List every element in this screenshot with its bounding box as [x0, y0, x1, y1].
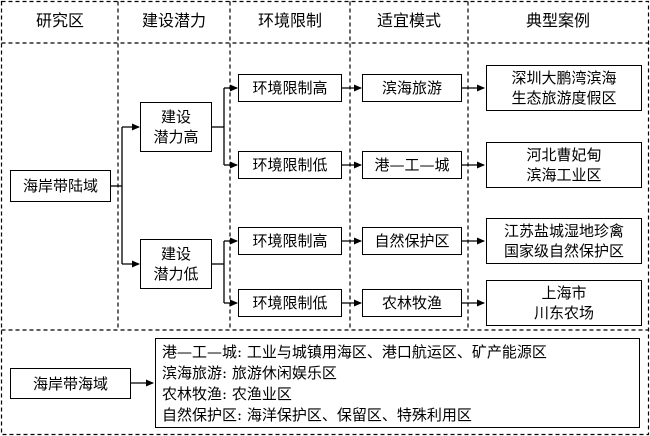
case-1-line-1: 深圳大鹏湾滨海	[511, 69, 617, 87]
case-box-4: 上海市 川东农场	[486, 280, 642, 326]
mode-box-4: 农林牧渔	[362, 289, 462, 317]
header-region: 研究区	[35, 11, 84, 30]
high-potential-line-2: 潜力高	[153, 128, 199, 146]
case-2-line-1: 河北曹妃甸	[526, 146, 602, 164]
header-mode: 适宜模式	[376, 11, 441, 30]
mode-box-1: 滨海旅游	[362, 74, 462, 102]
header-potential: 建设潜力	[141, 11, 206, 30]
case-3-line-2: 国家级自然保护区	[503, 242, 624, 260]
case-3-line-1: 江苏盐城湿地珍禽	[503, 222, 624, 240]
land-region-box: 海岸带陆域	[10, 170, 111, 202]
case-box-2: 河北曹妃甸 滨海工业区	[486, 142, 642, 188]
low-potential-box: 建设 潜力低	[140, 239, 212, 289]
high-potential-line-1: 建设	[160, 108, 191, 126]
case-2-line-2: 滨海工业区	[526, 166, 602, 184]
tree-connectors	[111, 84, 485, 387]
constraint-box-2: 环境限制低	[238, 151, 342, 179]
mode-box-3: 自然保护区	[362, 227, 462, 255]
high-potential-box: 建设 潜力高	[140, 102, 212, 152]
sea-region-box: 海岸带海域	[10, 368, 131, 399]
case-4-line-1: 上海市	[541, 284, 587, 302]
legend-line-2: 滨海旅游: 旅游休闲娱乐区	[162, 364, 337, 382]
constraint-box-1: 环境限制高	[238, 74, 342, 102]
legend-line-4: 自然保护区: 海洋保护区、保留区、特殊利用区	[162, 406, 472, 424]
low-potential-line-1: 建设	[160, 245, 191, 263]
case-box-3: 江苏盐城湿地珍禽 国家级自然保护区	[486, 218, 642, 264]
legend-line-1: 港—工—城: 工业与城镇用海区、港口航运区、矿产能源区	[162, 343, 547, 361]
low-potential-line-2: 潜力低	[153, 265, 199, 283]
sea-zoning-legend: 港—工—城: 工业与城镇用海区、港口航运区、矿产能源区 滨海旅游: 旅游休闲娱乐…	[155, 338, 640, 428]
constraint-box-3: 环境限制高	[238, 227, 342, 255]
constraint-box-4: 环境限制低	[238, 289, 342, 317]
mode-box-2: 港—工—城	[362, 151, 462, 179]
case-1-line-2: 生态旅游度假区	[511, 89, 617, 107]
case-box-1: 深圳大鹏湾滨海 生态旅游度假区	[486, 65, 642, 111]
legend-line-3: 农林牧渔: 农渔业区	[162, 385, 292, 403]
header-case: 典型案例	[525, 11, 590, 30]
header-constraint: 环境限制	[257, 11, 322, 30]
case-4-line-2: 川东农场	[533, 304, 594, 322]
